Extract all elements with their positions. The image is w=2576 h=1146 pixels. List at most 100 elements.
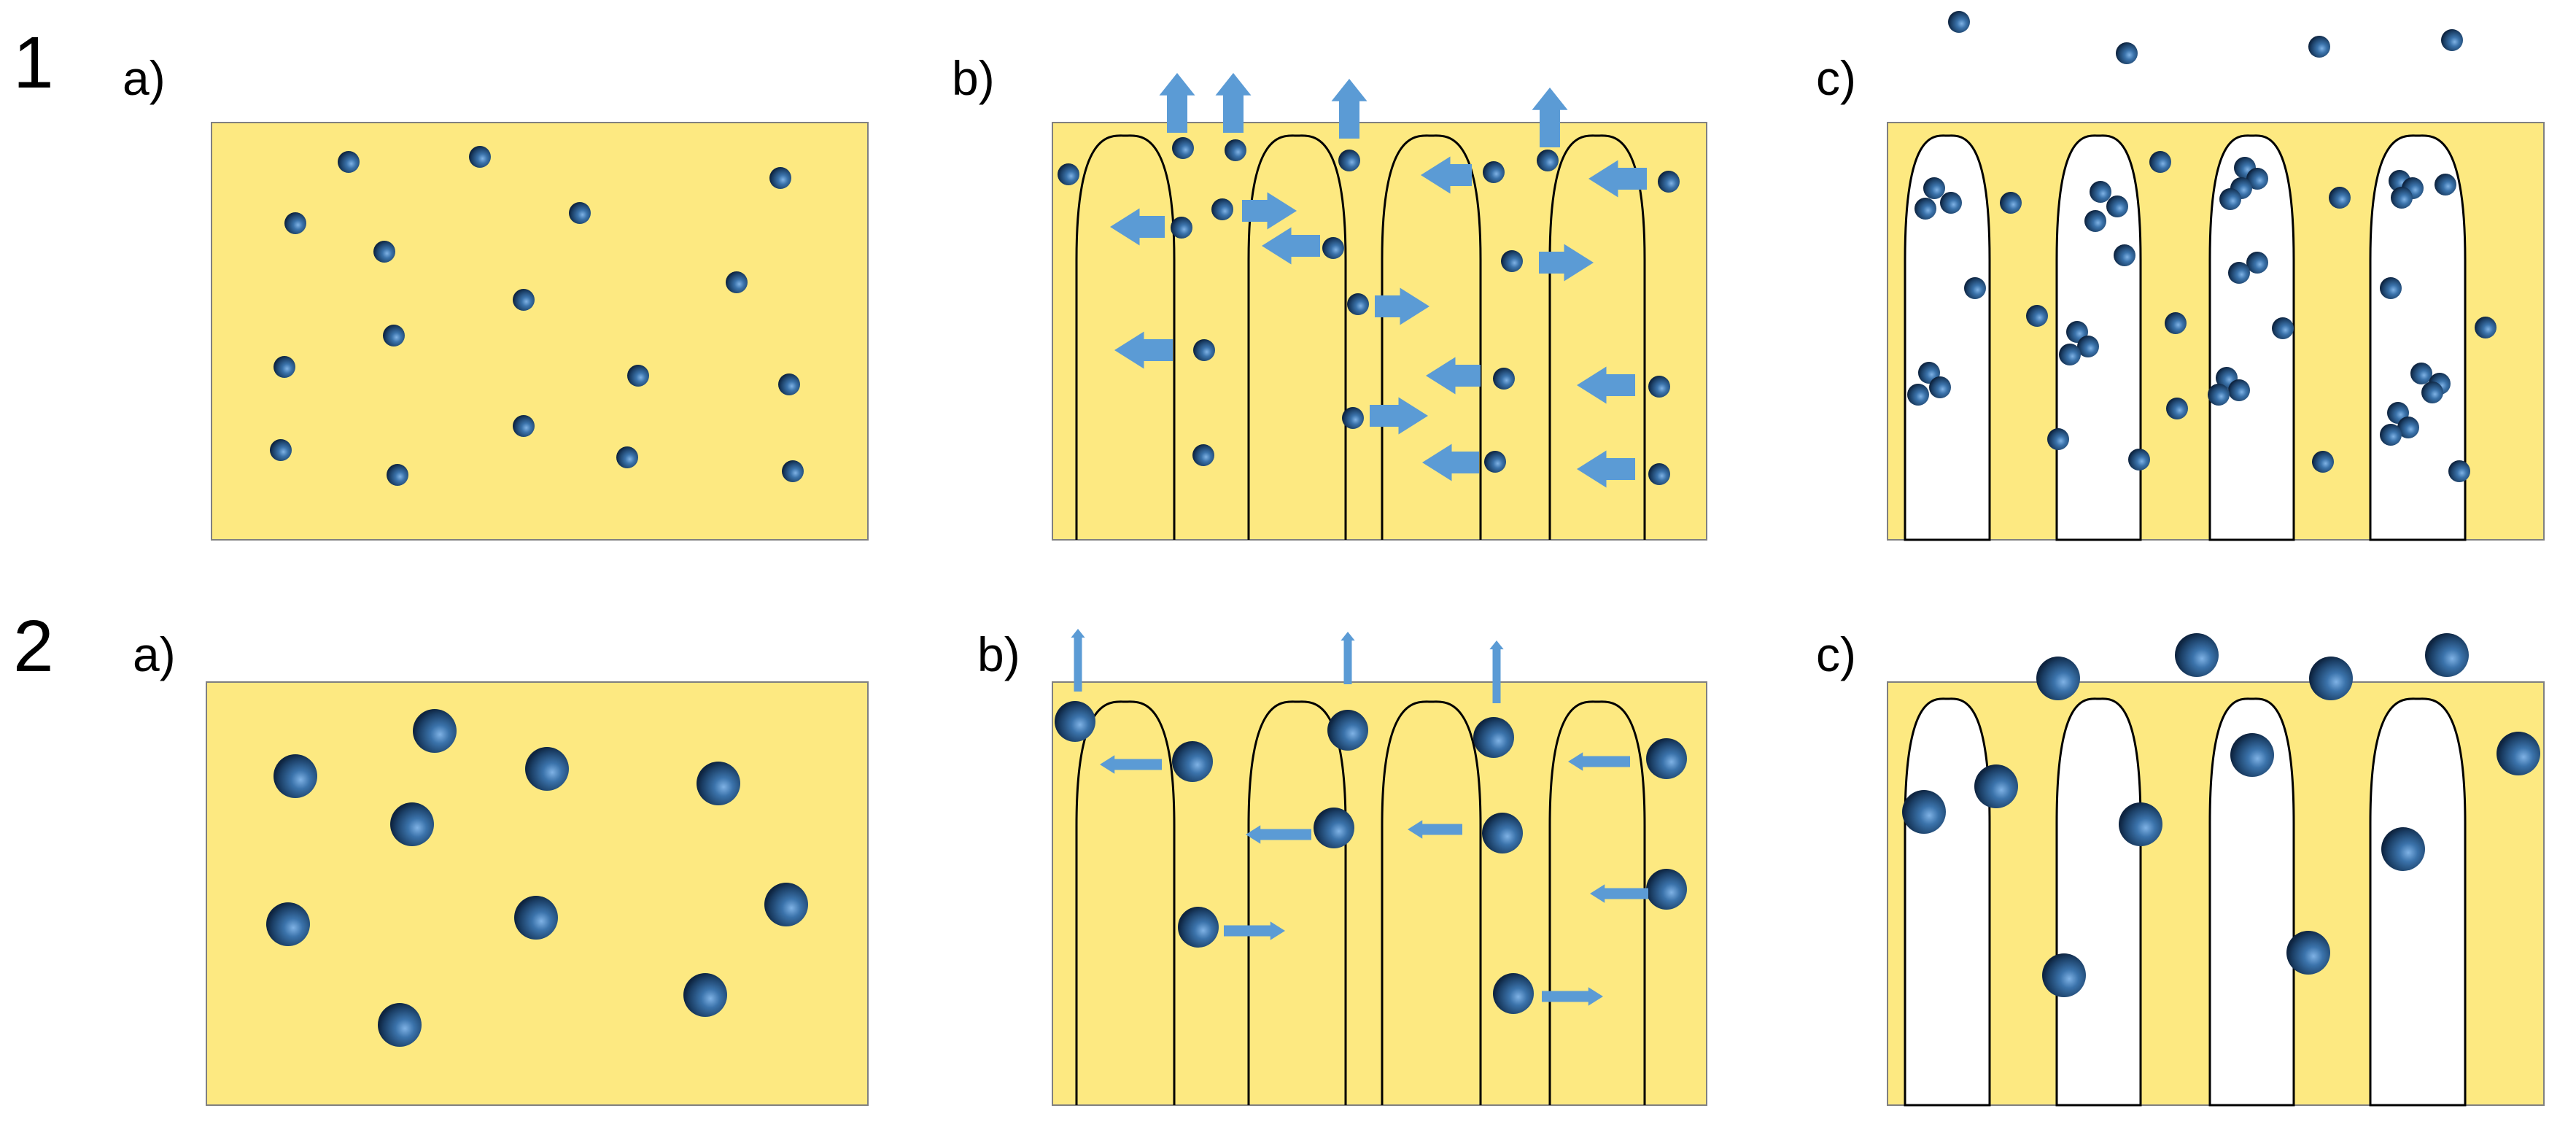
panel-1a [211, 122, 869, 541]
sphere-particle-icon [1537, 150, 1559, 171]
sphere-particle-icon [390, 802, 434, 846]
sphere-particle-icon [1914, 198, 1936, 220]
sphere-particle-icon [1338, 150, 1360, 171]
sphere-particle-icon [2149, 151, 2171, 173]
sphere-particle-icon [616, 446, 638, 468]
sphere-particle-icon [2228, 379, 2250, 401]
sphere-particle-icon [2329, 187, 2351, 209]
sphere-particle-icon [2309, 657, 2353, 700]
sphere-particle-icon [2084, 210, 2106, 232]
sphere-particle-icon [2475, 317, 2497, 338]
sphere-particle-icon [2106, 195, 2128, 217]
panel-2c [1887, 633, 2545, 1107]
sphere-particle-icon [513, 289, 535, 311]
block-arrow-icon [1370, 397, 1428, 435]
sphere-particle-icon [1929, 376, 1951, 398]
block-arrow-icon [1489, 640, 1504, 703]
block-arrow-icon [1114, 331, 1173, 369]
sphere-particle-icon [769, 167, 791, 189]
block-arrow-icon [1159, 73, 1195, 133]
sphere-particle-icon [2090, 181, 2111, 203]
block-arrow-icon [1577, 366, 1635, 404]
panel-label-1a: a) [123, 51, 166, 105]
sphere-particle-icon [469, 146, 491, 168]
pore-outline [1548, 700, 1646, 1105]
sphere-particle-icon [2272, 317, 2294, 339]
sphere-particle-icon [2114, 244, 2135, 266]
sphere-particle-icon [2059, 344, 2081, 365]
sphere-particle-icon [1058, 163, 1079, 185]
pore-outline [1381, 134, 1482, 540]
sphere-particle-icon [2026, 305, 2048, 327]
sphere-particle-icon [1473, 717, 1514, 758]
sphere-particle-icon [2497, 732, 2540, 775]
block-arrow-icon [1588, 160, 1647, 198]
pore-outline [1247, 134, 1347, 540]
pore [2208, 697, 2295, 1107]
sphere-particle-icon [1172, 741, 1213, 782]
block-arrow-icon [1577, 450, 1635, 488]
sphere-particle-icon [1648, 463, 1670, 485]
pore [2208, 134, 2295, 541]
sphere-particle-icon [1225, 139, 1246, 161]
sphere-particle-icon [1964, 277, 1986, 299]
sphere-particle-icon [1482, 813, 1523, 853]
sphere-particle-icon [273, 754, 317, 798]
panel-1b [1052, 73, 1707, 541]
sphere-particle-icon [2246, 168, 2268, 190]
sphere-particle-icon [2042, 953, 2086, 997]
block-arrow-icon [1071, 629, 1085, 692]
block-arrow-icon [1426, 357, 1481, 395]
sphere-particle-icon [1493, 368, 1515, 390]
block-arrow-icon [1341, 632, 1355, 684]
block-arrow-icon [1246, 825, 1311, 844]
sphere-particle-icon [2441, 29, 2463, 51]
sphere-particle-icon [1172, 137, 1194, 159]
sphere-particle-icon [2391, 187, 2413, 209]
block-arrow-icon [1590, 884, 1648, 903]
sphere-particle-icon [2077, 336, 2099, 357]
sphere-particle-icon [1974, 764, 2018, 808]
pore-outline [1075, 134, 1176, 540]
sphere-particle-icon [2036, 657, 2080, 700]
pore [2369, 697, 2467, 1107]
matrix-region [206, 681, 869, 1106]
sphere-particle-icon [778, 373, 800, 395]
sphere-particle-icon [764, 883, 808, 926]
pore-outline [1075, 700, 1176, 1105]
block-arrow-icon [1242, 192, 1297, 230]
sphere-particle-icon [2380, 277, 2402, 299]
sphere-particle-icon [2246, 252, 2268, 274]
panel-1c [1887, 11, 2545, 541]
sphere-particle-icon [1342, 407, 1364, 429]
sphere-particle-icon [1483, 161, 1505, 183]
sphere-particle-icon [2230, 733, 2274, 777]
sphere-particle-icon [2308, 36, 2330, 58]
sphere-particle-icon [2425, 633, 2469, 677]
sphere-particle-icon [1171, 217, 1192, 239]
sphere-particle-icon [383, 325, 405, 346]
sphere-particle-icon [2128, 449, 2150, 471]
sphere-particle-icon [2228, 262, 2250, 284]
sphere-particle-icon [1907, 384, 1929, 406]
sphere-particle-icon [683, 973, 727, 1017]
panel-2a [206, 681, 869, 1106]
sphere-particle-icon [1484, 451, 1506, 473]
panel-label-2c: c) [1816, 627, 1856, 681]
block-arrow-icon [1422, 444, 1479, 481]
sphere-particle-icon [270, 439, 292, 461]
block-arrow-icon [1375, 287, 1429, 325]
sphere-particle-icon [2165, 312, 2187, 334]
block-arrow-icon [1408, 820, 1462, 839]
sphere-particle-icon [1192, 444, 1214, 466]
sphere-particle-icon [2448, 460, 2470, 482]
sphere-particle-icon [2380, 424, 2402, 446]
block-arrow-icon [1421, 156, 1472, 194]
pore [2055, 697, 2142, 1107]
sphere-particle-icon [1193, 339, 1215, 361]
sphere-particle-icon [627, 365, 649, 387]
sphere-particle-icon [2410, 363, 2432, 384]
sphere-particle-icon [284, 212, 306, 234]
sphere-particle-icon [2397, 417, 2419, 438]
